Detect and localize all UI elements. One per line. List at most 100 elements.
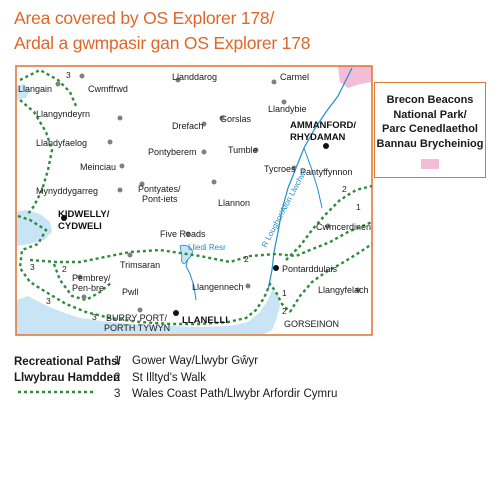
place-dot [281,99,287,105]
place-dot [127,252,133,258]
path-2-spur [52,263,113,302]
place-llangain: Llangain [18,84,52,94]
place-tumble: Tumble [228,145,258,155]
town-dots [61,143,329,316]
place-mynyddygarreg: Mynyddygarreg [36,186,98,196]
place-llanddarog: Llanddarog [172,72,217,82]
place-pontyates: Pontyates/ [138,184,181,194]
place-llangyndeyrn: Llangyndeyrn [36,109,90,119]
path-number-2: 2 [282,306,287,316]
path-number-3: 3 [66,70,71,80]
sea-area [16,290,280,335]
place-dot [355,287,361,293]
place-dot [291,165,297,171]
place-dot [219,115,225,121]
place-pembrey: Pembrey/ [72,273,111,283]
place-cydweli: CYDWELI [58,221,102,232]
place-dot [119,163,125,169]
national-park-label: National Park/ [393,108,467,121]
place-carmel: Carmel [280,72,309,82]
path-number-3: 3 [30,262,35,272]
legend-item-number: 1 [114,355,121,367]
map-title-english: Area covered by OS Explorer 178/ [14,8,275,28]
river-label-lliedi: Lliedi Resr [188,243,226,252]
national-park-area [338,66,372,88]
place-cwmcerdinen: Cwmcerdinen [316,222,371,232]
place-dot [107,139,113,145]
legend-item-number: 3 [114,388,121,400]
place-dot [211,179,217,185]
map-title-welsh: Ardal a gwmpasir gan OS Explorer 178 [14,33,311,53]
path-number-3: 3 [92,312,97,322]
place-pontyberem: Pontyberem [148,147,197,157]
place-penbre: Pen-bre [72,283,104,293]
national-park-legend: Brecon Beacons National Park/ Parc Cened… [374,82,486,178]
river-tributary [303,147,323,209]
river-loughor [267,67,353,291]
place-dot [55,81,61,87]
place-dot [139,181,145,187]
path-1-north [285,184,373,261]
place-llandyfaelog: Llandyfaelog [36,138,87,148]
place-rhydaman: RHYDAMAN [290,132,346,143]
recreational-paths [17,68,373,326]
place-dot [185,231,191,237]
place-dot [79,73,85,79]
place-porth-tywyn: PORTH TYWYN [104,323,170,333]
path-2-main [29,220,373,264]
path-number-2: 2 [62,264,67,274]
place-meinciau: Meinciau [80,162,116,172]
place-dot [201,149,207,155]
path-number-1: 1 [356,202,361,212]
town-dot [173,310,179,316]
place-burry-port: BURRY PORT/ [106,313,168,323]
place-dot [271,79,277,85]
path-number-1: 1 [282,288,287,298]
river-label-loughor: R Loughor/Afon Llwchwr [260,167,309,248]
path-1-gower [288,243,373,313]
place-dot [81,294,87,300]
legend-item-label: Gower Way/Llwybr Gŵyr [132,355,259,367]
place-llangennech: Llangennech [192,282,244,292]
place-drefach: Drefach [172,121,204,131]
place-dot [325,223,331,229]
place-dot [175,77,181,83]
legend-heading-english: Recreational Paths/ [14,356,121,368]
place-dot [201,121,207,127]
town-dot [61,215,67,221]
national-park-label: Parc Cenedlaethol [382,123,478,135]
place-llandybie: Llandybie [268,104,307,114]
place-dot [253,147,259,153]
place-ammanford: AMMANFORD/ [290,120,356,131]
place-pontarddulais: Pontarddulais [282,264,338,274]
path-3-coast [17,214,291,326]
place-gorseinon: GORSEINON [284,319,339,329]
place-tycroes: Tycroes [264,164,296,174]
estuary-area [16,210,52,246]
town-dot [273,265,279,271]
place-llannon: Llannon [218,198,250,208]
legend-heading: Recreational Paths/ Llwybrau Hamdden [14,354,121,386]
legend-item-label: St Illtyd's Walk [132,371,206,384]
map-frame [15,65,373,336]
place-pwll: Pwll [122,287,139,297]
national-park-label: Brecon Beacons [386,94,474,106]
place-pontiets: Pont-iets [142,194,178,204]
path-number-2: 2 [342,184,347,194]
place-llangyfelach: Llangyfelach [318,285,369,295]
place-gorslas: Gorslas [220,114,252,124]
place-cwmffrwd: Cwmffrwd [88,84,128,94]
legend-item: 1 Gower Way/Llwybr Gŵyr [114,353,337,370]
place-pantyffynnon: Pantyffynnon [300,167,352,177]
national-park-label: Bannau Brycheiniog [376,137,484,150]
path-3-west [19,99,54,215]
legend-heading-welsh: Llwybrau Hamdden [14,372,121,384]
place-llanelli: LLANELLI [182,315,228,326]
path-3-north [19,68,78,107]
place-dots [55,73,361,313]
place-kidwelly: KIDWELLY/ [58,209,110,220]
